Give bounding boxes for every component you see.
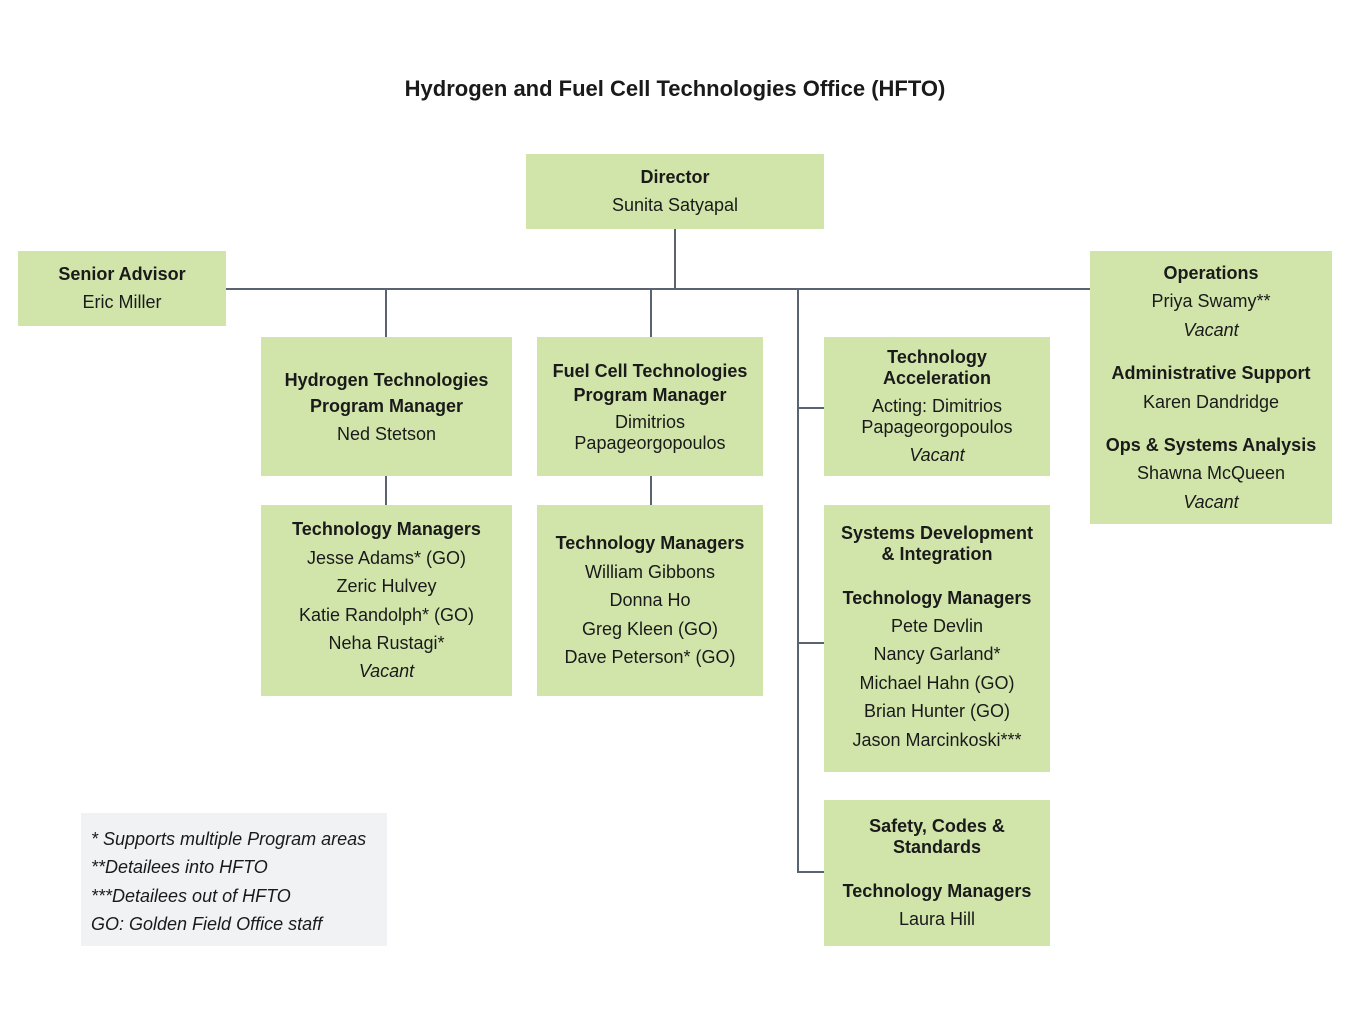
connector-fuel-cell [650, 288, 652, 337]
legend-item: GO: Golden Field Office staff [91, 914, 323, 935]
safety-box: Safety, Codes & Standards Technology Man… [824, 800, 1050, 946]
fuel-cell-pm-name-1: Dimitrios [615, 412, 685, 432]
connector-hydrogen [385, 288, 387, 337]
sdi-tm-heading: Technology Managers [842, 587, 1032, 608]
sdi-tm-member: Jason Marcinkoski*** [852, 729, 1022, 750]
hydrogen-pm-heading-2: Program Manager [309, 395, 464, 416]
sdi-tm-member: Brian Hunter (GO) [863, 701, 1011, 722]
safety-tm-member: Laura Hill [898, 909, 976, 929]
chart-title: Hydrogen and Fuel Cell Technologies Offi… [404, 76, 946, 101]
hydrogen-tm-member: Katie Randolph* (GO) [298, 604, 475, 625]
sdi-tm-member: Michael Hahn (GO) [859, 672, 1015, 693]
fuel-cell-tm-box: Technology Managers William Gibbons Donn… [537, 505, 763, 696]
sdi-heading-1: Systems Development [840, 522, 1034, 543]
fuel-cell-tm-member: Greg Kleen (GO) [581, 618, 719, 639]
director-box: Director Sunita Satyapal [526, 154, 824, 229]
fuel-cell-pm-heading-1: Fuel Cell Technologies [552, 361, 748, 381]
fuel-cell-tm-member: Donna Ho [609, 590, 691, 611]
safety-heading-1: Safety, Codes & [869, 816, 1005, 836]
safety-heading-2: Standards [892, 837, 982, 857]
sdi-tm-member: Nancy Garland* [873, 644, 1001, 665]
operations-box: Operations Priya Swamy** Vacant Administ… [1090, 251, 1332, 524]
hydrogen-tm-member: Vacant [358, 661, 415, 682]
sdi-heading-2: & Integration [881, 543, 993, 564]
safety-tm-heading: Technology Managers [842, 881, 1032, 901]
admin-support-name: Karen Dandridge [1142, 391, 1280, 412]
operations-member: Priya Swamy** [1151, 291, 1271, 312]
connector-fuel-cell-tm [650, 476, 652, 505]
connector-sdi [797, 642, 824, 644]
tech-accel-heading-1: Technology [887, 347, 987, 367]
tech-accel-name-2: Papageorgopoulos [861, 417, 1013, 437]
fuel-cell-tm-member: Dave Peterson* (GO) [564, 647, 736, 668]
hydrogen-tm-box: Technology Managers Jesse Adams* (GO) Ze… [261, 505, 512, 696]
ops-analysis-member: Shawna McQueen [1136, 463, 1286, 484]
fuel-cell-tm-heading: Technology Managers [555, 533, 745, 554]
fuel-cell-pm-name-2: Papageorgopoulos [574, 433, 726, 453]
legend-item: **Detailees into HFTO [91, 857, 268, 878]
operations-heading: Operations [1163, 262, 1259, 283]
operations-member: Vacant [1183, 319, 1239, 340]
ops-analysis-heading: Ops & Systems Analysis [1105, 434, 1317, 455]
connector-right-vertical [797, 288, 799, 873]
tech-accel-heading-2: Acceleration [882, 368, 992, 388]
tech-accel-name-1: Acting: Dimitrios [871, 396, 1003, 416]
fuel-cell-tm-member: William Gibbons [584, 561, 716, 582]
director-name: Sunita Satyapal [611, 195, 739, 215]
legend-item: * Supports multiple Program areas [91, 829, 367, 849]
connector-tech-accel [797, 407, 824, 409]
ops-analysis-member: Vacant [1183, 491, 1239, 512]
hydrogen-tm-member: Jesse Adams* (GO) [306, 547, 467, 568]
hydrogen-pm-box: Hydrogen Technologies Program Manager Ne… [261, 337, 512, 476]
senior-advisor-box: Senior Advisor Eric Miller [18, 251, 226, 326]
senior-advisor-name: Eric Miller [82, 292, 162, 312]
director-heading: Director [640, 167, 710, 187]
fuel-cell-pm-heading-2: Program Manager [573, 385, 727, 405]
connector-director-down [674, 229, 676, 290]
hydrogen-tm-member: Zeric Hulvey [336, 576, 437, 597]
legend-item: ***Detailees out of HFTO [91, 885, 291, 906]
connector-safety [797, 871, 824, 873]
hydrogen-pm-name: Ned Stetson [336, 423, 437, 444]
hydrogen-tm-member: Neha Rustagi* [328, 632, 445, 653]
admin-support-heading: Administrative Support [1111, 363, 1311, 384]
tech-accel-box: Technology Acceleration Acting: Dimitrio… [824, 337, 1050, 476]
legend-box: * Supports multiple Program areas **Deta… [81, 813, 387, 946]
senior-advisor-heading: Senior Advisor [58, 264, 186, 284]
hydrogen-pm-heading-1: Hydrogen Technologies [284, 369, 489, 390]
connector-main-horizontal [226, 288, 1090, 290]
fuel-cell-pm-box: Fuel Cell Technologies Program Manager D… [537, 337, 763, 476]
tech-accel-vacant: Vacant [909, 445, 965, 465]
connector-hydrogen-tm [385, 476, 387, 505]
hydrogen-tm-heading: Technology Managers [292, 519, 481, 540]
sdi-box: Systems Development & Integration Techno… [824, 505, 1050, 772]
sdi-tm-member: Pete Devlin [890, 615, 984, 636]
